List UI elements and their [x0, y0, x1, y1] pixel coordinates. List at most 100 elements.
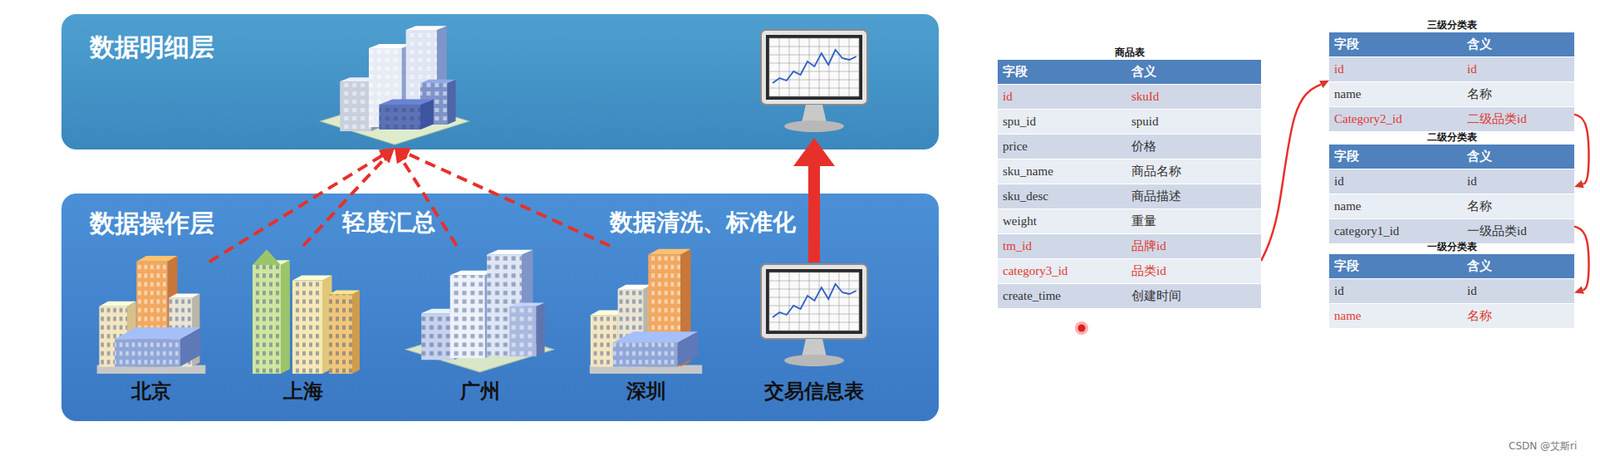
tower-windows: [292, 280, 323, 374]
chart-grid: [769, 272, 859, 274]
drawing-part: [760, 264, 868, 367]
chart-grid: [858, 272, 860, 331]
pointer-halo: [1074, 321, 1089, 335]
table-cell: 品类id: [1126, 259, 1262, 284]
chart-grid: [819, 272, 820, 331]
table-header-cell: 含义: [1462, 144, 1575, 169]
tower-front: [252, 265, 281, 374]
pointer-dot: [1078, 324, 1086, 333]
table-cell: 二级品类id: [1462, 107, 1575, 132]
chart-grid: [769, 38, 771, 97]
chart-grid: [769, 63, 859, 64]
chart-grid: [789, 38, 791, 97]
city-label: 广州: [460, 378, 501, 404]
table-cell: category3_id: [997, 259, 1127, 284]
dashed-arrow: [303, 158, 385, 246]
chart-grid: [849, 38, 850, 97]
tower-front: [450, 274, 486, 359]
table-cell: Category2_id: [1329, 107, 1463, 132]
monitor-screen: [769, 38, 859, 97]
data-table: 商品表字段含义idskuIdspu_idspuidprice价格sku_name…: [997, 45, 1262, 309]
layer-heading: 数据明细层: [89, 32, 215, 63]
drawing-part: [589, 249, 702, 374]
tower-side: [420, 99, 434, 130]
chart-grid: [769, 305, 859, 307]
monitor-base: [784, 354, 845, 367]
table-cell: category1_id: [1329, 219, 1463, 244]
label-box: CSDN @艾斯ri: [1508, 436, 1577, 453]
tower-roof: [328, 290, 360, 295]
table-title: 二级分类表: [1329, 130, 1575, 145]
chart-grid: [769, 330, 859, 332]
tower-roof: [368, 44, 413, 49]
tower-windows: [509, 306, 536, 357]
table-grid: 字段含义ididname名称: [1329, 254, 1575, 329]
table-cell: 名称: [1462, 194, 1575, 219]
drawing-part: [760, 264, 868, 367]
label-box: 轻度汇总: [342, 207, 436, 237]
chart-grid: [858, 38, 860, 97]
connector-group: [209, 84, 1590, 290]
tower-front: [339, 81, 371, 132]
table-cell: 价格: [1126, 134, 1262, 159]
layer-band: 数据明细层: [61, 14, 939, 150]
flow-arrow: [1574, 226, 1590, 291]
source-node: 广州: [402, 245, 557, 406]
table-cell: sku_desc: [997, 184, 1127, 209]
tower-windows: [378, 104, 421, 130]
tower-windows: [450, 274, 486, 359]
flow-arrow: [808, 166, 820, 263]
table-cell: 品牌id: [1126, 234, 1262, 259]
monitor-icon: [757, 28, 871, 138]
tower-roof: [618, 284, 653, 290]
chart-grid: [849, 272, 850, 331]
table-cell: skuId: [1126, 84, 1262, 109]
table-cell: id: [1329, 57, 1463, 82]
chart-grid: [769, 96, 859, 98]
tower-roof: [292, 275, 333, 281]
chart-line: [772, 284, 857, 318]
table-grid: 字段含义idskuIdspu_idspuidprice价格sku_name商品名…: [997, 59, 1262, 309]
table-title: 商品表: [997, 45, 1262, 60]
table-header-cell: 含义: [1126, 59, 1262, 84]
tower-front: [114, 338, 180, 367]
tower-windows: [339, 81, 371, 132]
label-box: 数据清洗、标准化: [609, 207, 796, 237]
source-node: 北京: [93, 245, 210, 406]
drawing-part: [760, 29, 868, 133]
source-node: 上海: [240, 245, 366, 406]
table-cell: 名称: [1462, 82, 1575, 107]
tower-side: [535, 302, 545, 357]
tower-roof: [136, 255, 177, 262]
source-node: 深圳: [585, 245, 707, 406]
icon-node: [757, 28, 871, 138]
table-header-cell: 字段: [1329, 254, 1463, 279]
chart-grid: [839, 272, 840, 331]
table-cell: create_time: [997, 284, 1127, 309]
shanghai-icon: [240, 245, 366, 376]
chart-grid: [839, 38, 840, 97]
spire: [252, 249, 281, 266]
table-header-cell: 字段: [997, 59, 1127, 84]
table-cell: id: [1462, 57, 1575, 82]
drawing-part: [320, 25, 470, 145]
chart-grid: [769, 280, 859, 282]
tower-roof: [168, 293, 200, 298]
table-header-cell: 字段: [1329, 32, 1463, 57]
table-header-cell: 含义: [1462, 32, 1575, 57]
chart-grid: [769, 289, 859, 290]
chart-grid: [779, 38, 781, 97]
icon-node: [317, 23, 472, 148]
table-cell: spu_id: [997, 109, 1127, 134]
table-cell: id: [1329, 169, 1463, 194]
chart-grid: [809, 38, 810, 97]
tower-windows: [252, 265, 281, 374]
table-cell: 名称: [1462, 304, 1575, 329]
chart-line: [772, 49, 857, 84]
table-cell: id: [1462, 279, 1575, 304]
chart-grid: [769, 38, 859, 40]
table-cell: sku_name: [997, 159, 1127, 184]
chart-grid: [769, 54, 859, 56]
table-cell: 一级品类id: [1462, 219, 1575, 244]
